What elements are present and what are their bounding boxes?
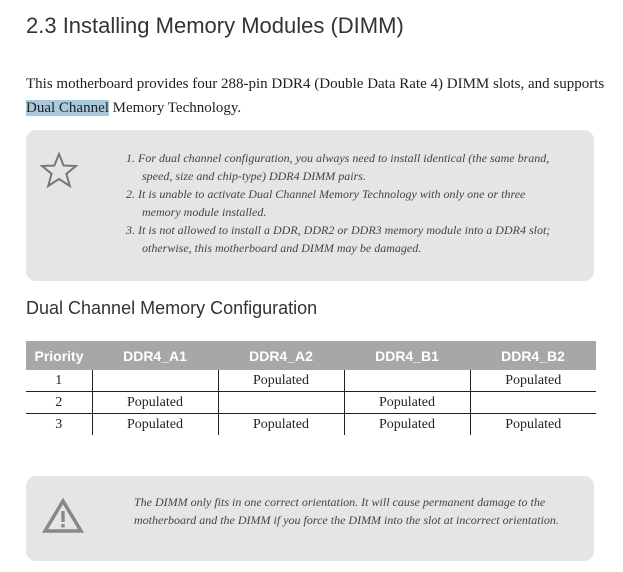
cell: Populated	[469, 370, 596, 392]
header-cell: DDR4_B2	[470, 341, 596, 370]
table-header-row: Priority DDR4_A1 DDR4_A2 DDR4_B1 DDR4_B2	[26, 341, 596, 370]
note-item: 2. It is unable to activate Dual Channel…	[126, 187, 526, 219]
cell: 2	[26, 391, 92, 414]
config-table: Priority DDR4_A1 DDR4_A2 DDR4_B1 DDR4_B2…	[26, 341, 596, 435]
intro-paragraph: This motherboard provides four 288-pin D…	[26, 72, 606, 120]
header-cell: DDR4_B1	[344, 341, 470, 370]
cell: 3	[26, 413, 92, 435]
cell: Populated	[217, 370, 344, 392]
cell: Populated	[91, 413, 218, 435]
cell: Populated	[91, 391, 218, 414]
cell: 1	[55, 372, 63, 388]
highlighted-text: Dual Channel	[26, 100, 109, 116]
note-item: 3. It is not allowed to install a DDR, D…	[126, 223, 551, 255]
note-item: 1. For dual channel configuration, you a…	[126, 151, 550, 183]
cell: Populated	[343, 391, 470, 414]
cell: Populated	[343, 413, 470, 435]
cell	[469, 391, 596, 414]
warning-icon	[42, 498, 84, 533]
intro-text-end: Memory Technology.	[108, 100, 242, 116]
cell	[91, 370, 218, 392]
cell: Populated	[469, 413, 596, 435]
cell	[217, 391, 344, 414]
star-icon	[40, 152, 78, 188]
config-heading: Dual Channel Memory Configuration	[26, 298, 318, 318]
header-cell: DDR4_A1	[92, 341, 218, 370]
warning-text: The DIMM only fits in one correct orient…	[134, 495, 559, 527]
header-cell: DDR4_A2	[218, 341, 344, 370]
warning-box: The DIMM only fits in one correct orient…	[26, 476, 594, 561]
cell	[343, 370, 470, 392]
cell: Populated	[217, 413, 344, 435]
header-cell: Priority	[26, 341, 92, 370]
table-row: 1 Populated Populated	[26, 370, 596, 392]
section-title: 2.3 Installing Memory Modules (DIMM)	[26, 13, 404, 38]
intro-text: This motherboard provides four 288-pin D…	[26, 76, 605, 92]
notes-list: 1. For dual channel configuration, you a…	[126, 149, 566, 257]
notes-box: 1. For dual channel configuration, you a…	[26, 130, 594, 281]
